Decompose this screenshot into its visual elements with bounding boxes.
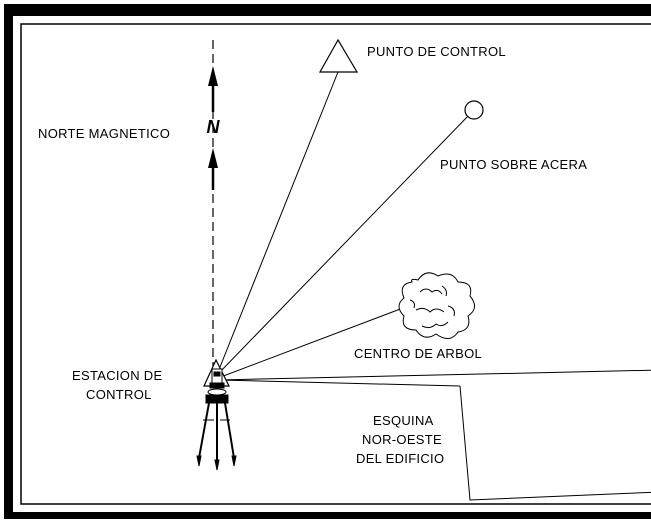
sight-lines bbox=[217, 71, 471, 387]
total-station-icon bbox=[196, 358, 237, 471]
sidewalk-point-circle-icon bbox=[464, 100, 484, 120]
building-front-line bbox=[217, 369, 651, 381]
sight-line-building-corner bbox=[217, 379, 461, 387]
tree-center-label: CENTRO DE ARBOL bbox=[354, 346, 482, 361]
sight-line-tree-center bbox=[217, 299, 425, 379]
control-point-label: PUNTO DE CONTROL bbox=[367, 44, 506, 59]
control-point-triangle-icon bbox=[318, 38, 359, 73]
north-arrow-icon: N bbox=[207, 66, 221, 190]
north-symbol: N bbox=[207, 117, 221, 137]
station-label-line2: CONTROL bbox=[86, 387, 152, 402]
building-outline bbox=[459, 385, 651, 501]
corner-label-line1: ESQUINA bbox=[373, 413, 434, 428]
corner-label-line3: DEL EDIFICIO bbox=[356, 451, 444, 466]
station-label-line1: ESTACION DE bbox=[72, 368, 162, 383]
tree-icon bbox=[398, 272, 475, 339]
corner-label-line2: NOR-OESTE bbox=[362, 432, 442, 447]
sight-line-sidewalk-point bbox=[217, 113, 471, 375]
north-label: NORTE MAGNETICO bbox=[38, 126, 170, 141]
drawing-frame bbox=[4, 4, 651, 519]
sidewalk-point-label: PUNTO SOBRE ACERA bbox=[440, 157, 587, 172]
sight-line-control-point bbox=[217, 71, 339, 373]
